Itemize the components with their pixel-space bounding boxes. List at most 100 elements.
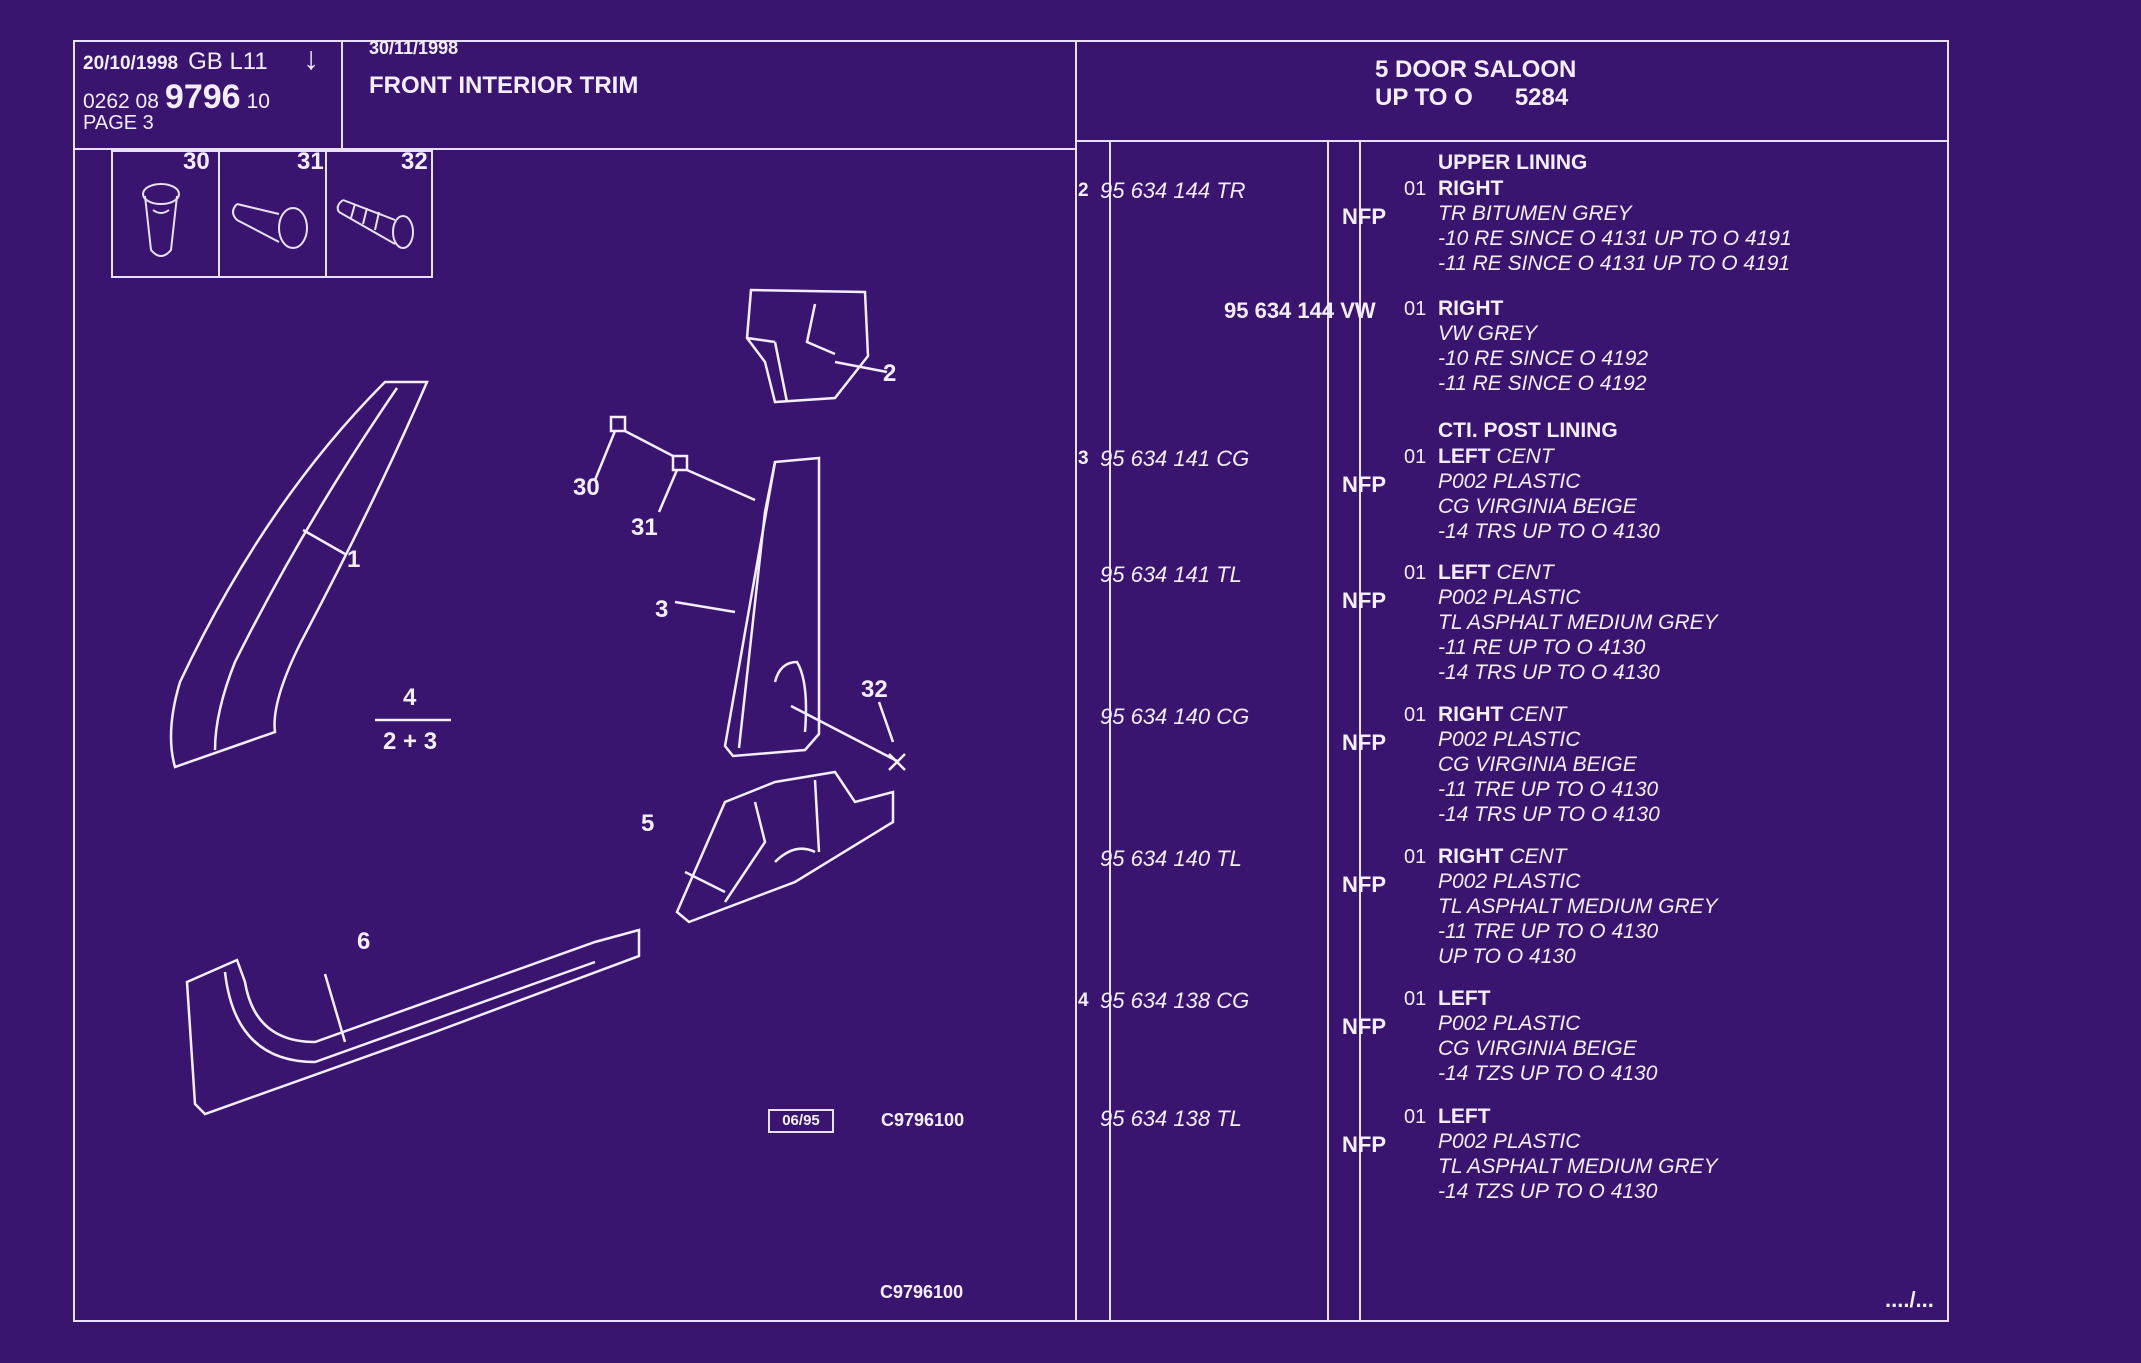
- callout-30: 30: [573, 474, 600, 501]
- col-split-1: [1109, 140, 1111, 1322]
- description-title: CTI. POST LINING: [1438, 418, 1618, 443]
- model-line2-b: 5284: [1514, 84, 1569, 111]
- code-prefix: 0262 08: [83, 90, 159, 113]
- description-line: TL ASPHALT MEDIUM GREY: [1438, 1155, 1718, 1178]
- quantity: 01: [1404, 846, 1427, 868]
- description-title: RIGHT: [1438, 176, 1792, 201]
- description-line: P002 PLASTIC: [1438, 586, 1581, 609]
- description-line: CG VIRGINIA BEIGE: [1438, 495, 1637, 518]
- description-title-text: RIGHT: [1438, 177, 1504, 200]
- diagram-date-tag: 06/95: [768, 1109, 834, 1133]
- description-line: -11 TRE UP TO O 4130: [1438, 778, 1659, 801]
- description-line: -11 RE UP TO O 4130: [1438, 636, 1646, 659]
- main-split: [1075, 42, 1077, 1322]
- description-title: UPPER LINING: [1438, 150, 1587, 175]
- nfp-flag: NFP: [1342, 588, 1386, 613]
- cent-qualifier: CENT: [1496, 445, 1554, 468]
- description-title-text: RIGHT: [1438, 297, 1504, 320]
- fastener-label-30: 30: [183, 148, 210, 175]
- callout-1: 1: [347, 546, 361, 573]
- push-pin-icon: [232, 203, 308, 249]
- description-line: -11 RE SINCE O 4131 UP TO O 4191: [1438, 252, 1791, 275]
- model-line1: 5 DOOR SALOON: [1375, 56, 1577, 83]
- part-description: CTI. POST LINING: [1438, 418, 1618, 443]
- quantity: 01: [1404, 1106, 1427, 1128]
- down-arrow-icon: ↓: [303, 40, 319, 76]
- description-title-text: LEFT: [1438, 1105, 1491, 1128]
- description-title-text: LEFT: [1438, 561, 1491, 584]
- quantity: 01: [1404, 298, 1427, 320]
- part-1-a-pillar-trim: [169, 380, 429, 769]
- part-number: 95 634 140 TL: [1100, 846, 1242, 871]
- cent-qualifier: CENT: [1509, 703, 1567, 726]
- nfp-flag: NFP: [1342, 1132, 1386, 1157]
- description-title-text: RIGHT: [1438, 703, 1504, 726]
- description-line: UP TO O 4130: [1438, 945, 1576, 968]
- part-6-sill-trim: [185, 928, 641, 1116]
- description-line: -14 TZS UP TO O 4130: [1438, 1180, 1658, 1203]
- part-number: 95 634 141 TL: [1100, 562, 1242, 587]
- exploded-view-diagram: [169, 288, 906, 1116]
- part-number: 95 634 144 VW: [1224, 298, 1376, 323]
- description-title-text: LEFT: [1438, 987, 1491, 1010]
- description-line: -11 TRE UP TO O 4130: [1438, 920, 1659, 943]
- description-line: -14 TRS UP TO O 4130: [1438, 803, 1660, 826]
- part-2-upper-lining: [745, 288, 870, 404]
- description-line: P002 PLASTIC: [1438, 1130, 1581, 1153]
- page-number: PAGE 3: [83, 112, 154, 134]
- callout-3: 3: [655, 596, 669, 623]
- nfp-flag: NFP: [1342, 730, 1386, 755]
- part-number: 95 634 144 TR: [1100, 178, 1246, 203]
- description-title-text: RIGHT: [1438, 845, 1504, 868]
- nfp-flag: NFP: [1342, 872, 1386, 897]
- description-line: TR BITUMEN GREY: [1438, 202, 1632, 225]
- description-line: TL ASPHALT MEDIUM GREY: [1438, 611, 1718, 634]
- description-line: -10 RE SINCE O 4192: [1438, 347, 1649, 370]
- callout-31: 31: [631, 514, 658, 541]
- description-title: RIGHT: [1438, 296, 1648, 321]
- callout-2: 2: [883, 360, 897, 387]
- description-title: LEFT: [1438, 986, 1657, 1011]
- part-number: 95 634 138 CG: [1100, 988, 1250, 1013]
- page-title: FRONT INTERIOR TRIM: [369, 72, 639, 99]
- part-5-lower-post: [675, 770, 895, 924]
- cent-qualifier: CENT: [1509, 845, 1567, 868]
- description-line: P002 PLASTIC: [1438, 470, 1581, 493]
- continued-marker: ..../...: [1885, 1287, 1934, 1312]
- col-split-2: [1327, 140, 1329, 1322]
- item-number: 2: [1078, 180, 1089, 201]
- header-divider-left: [75, 148, 1077, 150]
- fastener-inset: [111, 150, 433, 278]
- description-title-text: CTI. POST LINING: [1438, 419, 1618, 442]
- description-title-text: UPPER LINING: [1438, 151, 1588, 174]
- description-line: P002 PLASTIC: [1438, 728, 1581, 751]
- code-main: 9796: [164, 78, 241, 116]
- screw-icon: [336, 199, 414, 249]
- description-line: CG VIRGINIA BEIGE: [1438, 753, 1637, 776]
- part-3-centre-post: [723, 456, 821, 758]
- date-left: 20/10/1998: [83, 53, 179, 74]
- description-line: -11 RE SINCE O 4192: [1438, 372, 1647, 395]
- header-split: [341, 42, 343, 148]
- callout-32: 32: [861, 676, 888, 703]
- description-line: -14 TRS UP TO O 4130: [1438, 661, 1660, 684]
- callout-6: 6: [357, 928, 371, 955]
- nfp-flag: NFP: [1342, 1014, 1386, 1039]
- diagram-ref-bottom: C9796100: [880, 1282, 964, 1302]
- description-line: VW GREY: [1438, 322, 1538, 345]
- quantity: 01: [1404, 446, 1427, 468]
- diagram-ref-inline: C9796100: [881, 1110, 965, 1130]
- header-date-right: 30/11/1998: [369, 38, 459, 58]
